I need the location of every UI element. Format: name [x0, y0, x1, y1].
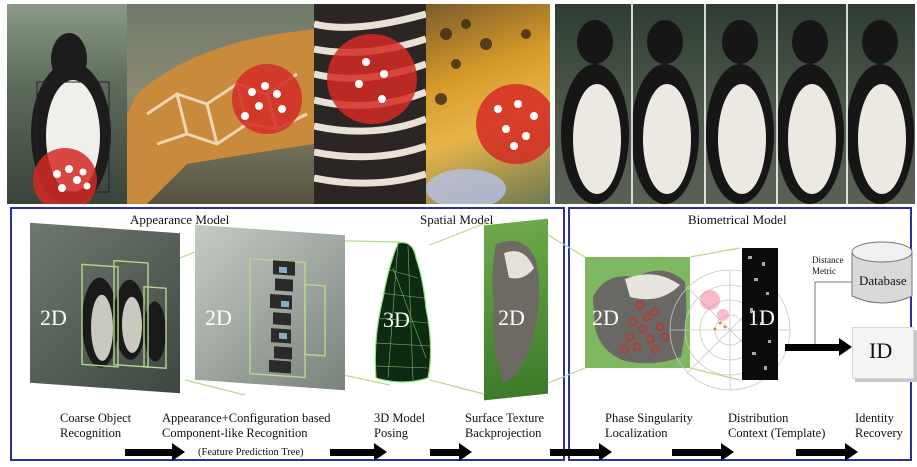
- arrow-step-6: [796, 449, 846, 456]
- database-label: Database: [859, 273, 907, 288]
- arrow-to-id: [785, 344, 840, 351]
- label-1d: 1D: [748, 305, 775, 331]
- arrow-step-2: [330, 449, 375, 456]
- step-distribution-context: Distribution Context (Template): [728, 411, 825, 441]
- step-texture-backprojection: Surface Texture Backprojection: [465, 411, 544, 441]
- arrow-step-4: [550, 449, 600, 456]
- step-feature-prediction-tree: (Feature Prediction Tree): [198, 445, 304, 460]
- arrow-step-3: [430, 449, 460, 456]
- label-2d-singularity: 2D: [592, 305, 619, 331]
- step-coarse-recognition: Coarse Object Recognition: [60, 411, 131, 441]
- label-2d-component: 2D: [205, 305, 232, 331]
- label-2d-texture: 2D: [498, 305, 525, 331]
- step-3d-model-posing: 3D Model Posing: [374, 411, 425, 441]
- step-component-recognition: Appearance+Configuration based Component…: [162, 411, 330, 441]
- arrow-step-5: [672, 449, 722, 456]
- distance-metric-label: Distance Metric: [812, 255, 844, 277]
- step-singularity-localization: Phase Singularity Localization: [605, 411, 693, 441]
- label-3d: 3D: [383, 307, 410, 333]
- step-identity-recovery: Identity Recovery: [855, 411, 903, 441]
- label-2d-coarse: 2D: [40, 305, 67, 331]
- id-label: ID: [869, 338, 892, 364]
- arrow-step-1: [125, 449, 173, 456]
